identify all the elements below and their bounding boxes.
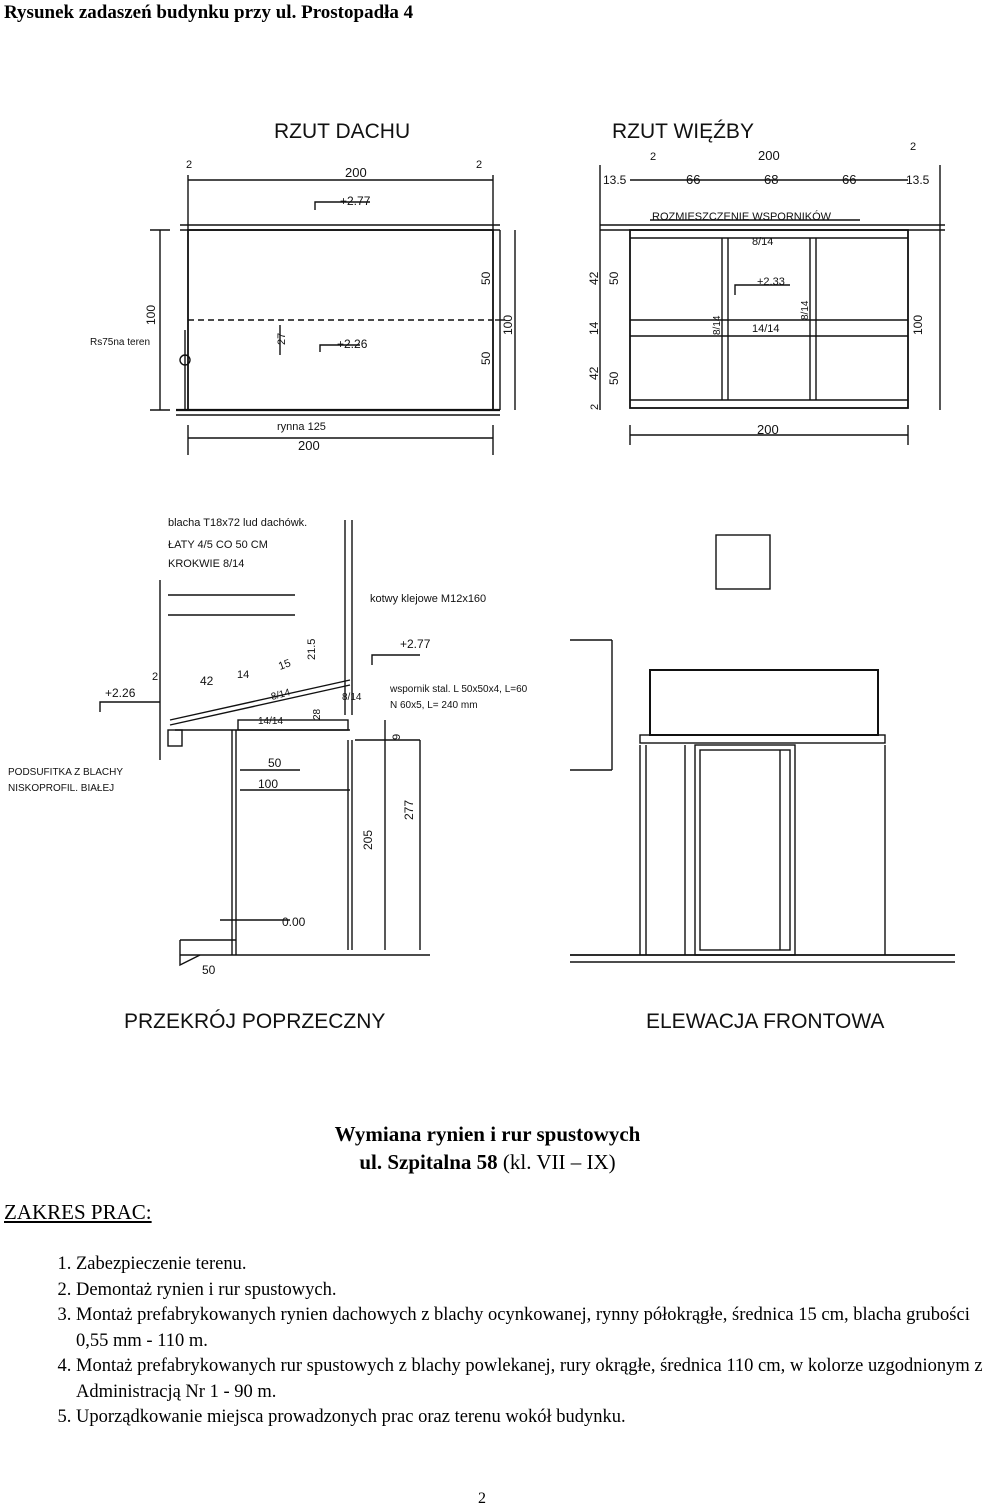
- svg-text:2: 2: [910, 141, 916, 153]
- scope-heading: ZAKRES PRAC:: [4, 1200, 152, 1224]
- svg-text:50: 50: [479, 271, 493, 285]
- title-address-suffix: (kl. VII – IX): [497, 1150, 616, 1174]
- svg-text:+2.26: +2.26: [337, 337, 368, 351]
- svg-text:kotwy klejowe M12x160: kotwy klejowe M12x160: [370, 593, 486, 605]
- svg-text:66: 66: [686, 172, 700, 187]
- svg-text:205: 205: [361, 830, 375, 850]
- svg-text:277: 277: [402, 800, 416, 820]
- svg-text:blacha T18x72 lud dachówk.: blacha T18x72 lud dachówk.: [168, 517, 307, 529]
- svg-text:50: 50: [268, 756, 282, 770]
- svg-text:9: 9: [391, 734, 403, 740]
- svg-text:2: 2: [152, 671, 158, 683]
- title-line-1: Wymiana rynien i rur spustowych: [334, 1122, 641, 1146]
- svg-text:21.5: 21.5: [306, 639, 318, 660]
- svg-text:+2.33: +2.33: [757, 276, 785, 288]
- svg-text:2: 2: [650, 151, 656, 163]
- task-item: Montaż prefabrykowanych rur spustowych z…: [76, 1354, 986, 1405]
- svg-text:8/14: 8/14: [752, 236, 773, 248]
- task-item: Zabezpieczenie terenu.: [76, 1252, 986, 1278]
- svg-text:2: 2: [186, 159, 192, 171]
- technical-drawing: RZUT DACHU 200 +2.77 +2.26 Rs75na teren …: [8, 120, 955, 1033]
- svg-text:28: 28: [312, 708, 323, 720]
- svg-text:2: 2: [476, 159, 482, 171]
- svg-text:8/14: 8/14: [270, 687, 292, 703]
- svg-text:rynna 125: rynna 125: [277, 421, 326, 433]
- svg-text:50: 50: [607, 271, 621, 285]
- svg-text:RZUT WIĘŹBY: RZUT WIĘŹBY: [612, 120, 754, 143]
- svg-text:N 60x5, L= 240 mm: N 60x5, L= 240 mm: [390, 700, 478, 711]
- svg-text:42: 42: [587, 366, 601, 380]
- task-list: Zabezpieczenie terenu. Demontaż rynien i…: [34, 1252, 986, 1431]
- task-item: Uporządkowanie miejsca prowadzonych prac…: [76, 1405, 986, 1431]
- svg-text:50: 50: [479, 351, 493, 365]
- svg-text:68: 68: [764, 172, 778, 187]
- document-title: Wymiana rynien i rur spustowych ul. Szpi…: [300, 1120, 675, 1176]
- svg-text:100: 100: [258, 777, 278, 791]
- task-item: Montaż prefabrykowanych rynien dachowych…: [76, 1303, 986, 1354]
- svg-text:+2.26: +2.26: [105, 686, 136, 700]
- svg-text:100: 100: [501, 315, 515, 335]
- svg-text:66: 66: [842, 172, 856, 187]
- svg-text:100: 100: [911, 315, 925, 335]
- svg-text:Rs75na teren: Rs75na teren: [90, 337, 150, 348]
- svg-text:200: 200: [298, 438, 320, 453]
- svg-text:2: 2: [589, 404, 601, 410]
- svg-text:15: 15: [277, 657, 293, 672]
- task-item: Demontaż rynien i rur spustowych.: [76, 1278, 986, 1304]
- svg-text:ELEWACJA FRONTOWA: ELEWACJA FRONTOWA: [646, 1010, 884, 1033]
- svg-text:RZUT DACHU: RZUT DACHU: [274, 120, 410, 143]
- roof-plan: [150, 175, 516, 455]
- svg-text:200: 200: [758, 148, 780, 163]
- svg-text:0.00: 0.00: [282, 915, 306, 929]
- svg-text:8/14: 8/14: [800, 300, 811, 320]
- svg-text:8/14: 8/14: [712, 315, 723, 335]
- svg-text:100: 100: [144, 305, 158, 325]
- svg-text:200: 200: [345, 165, 367, 180]
- svg-text:14: 14: [587, 321, 601, 335]
- svg-text:14/14: 14/14: [258, 716, 283, 727]
- svg-text:PRZEKRÓJ POPRZECZNY: PRZEKRÓJ POPRZECZNY: [124, 1010, 385, 1033]
- front-elevation: ELEWACJA FRONTOWA: [570, 534, 955, 1033]
- svg-text:13.5: 13.5: [603, 173, 627, 187]
- svg-text:ROZMIESZCZENIE WSPORNIKÓW: ROZMIESZCZENIE WSPORNIKÓW: [652, 210, 832, 223]
- svg-text:50: 50: [607, 371, 621, 385]
- svg-text:NISKOPROFIL. BIAŁEJ: NISKOPROFIL. BIAŁEJ: [8, 783, 114, 794]
- title-address: ul. Szpitalna 58: [359, 1150, 498, 1174]
- svg-text:wspornik stal. L 50x50x4, L=60: wspornik stal. L 50x50x4, L=60: [389, 684, 528, 695]
- truss-plan: [599, 165, 945, 445]
- svg-text:ŁATY 4/5 CO 50 CM: ŁATY 4/5 CO 50 CM: [168, 539, 268, 551]
- svg-text:42: 42: [587, 271, 601, 285]
- svg-text:KROKWIE 8/14: KROKWIE 8/14: [168, 558, 244, 570]
- svg-text:200: 200: [757, 422, 779, 437]
- svg-text:+2.77: +2.77: [340, 194, 371, 208]
- title-line-2: ul. Szpitalna 58 (kl. VII – IX): [300, 1148, 675, 1176]
- svg-text:27: 27: [276, 333, 288, 345]
- svg-text:50: 50: [202, 963, 216, 977]
- svg-text:PODSUFITKA Z BLACHY: PODSUFITKA Z BLACHY: [8, 767, 123, 778]
- svg-text:42: 42: [200, 674, 214, 688]
- page-header-title: Rysunek zadaszeń budynku przy ul. Prosto…: [4, 2, 414, 23]
- svg-text:+2.77: +2.77: [400, 637, 431, 651]
- svg-text:13.5: 13.5: [906, 173, 930, 187]
- svg-text:14/14: 14/14: [752, 323, 780, 335]
- svg-text:14: 14: [237, 669, 249, 681]
- page-number: 2: [478, 1490, 486, 1507]
- svg-text:8/14: 8/14: [342, 692, 362, 703]
- cross-section: [99, 520, 430, 967]
